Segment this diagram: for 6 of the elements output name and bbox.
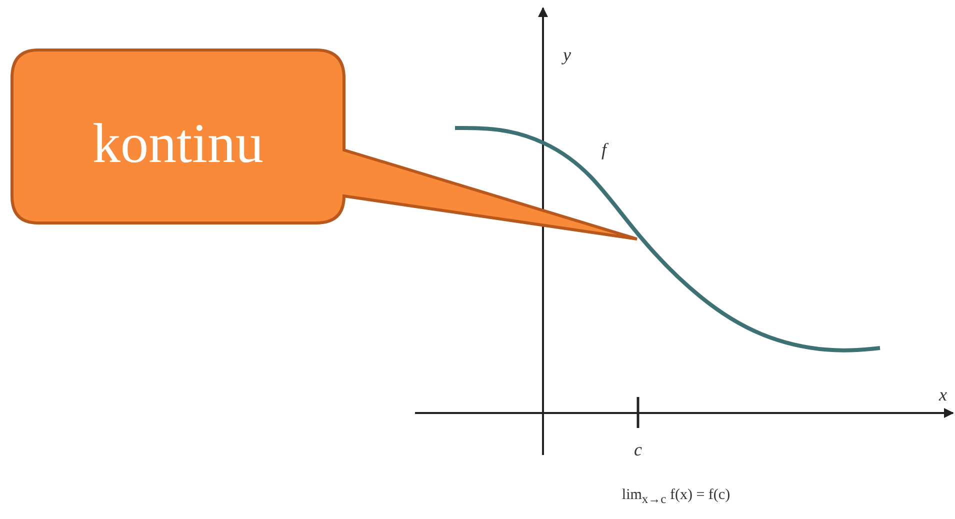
axis-label: x xyxy=(939,384,947,406)
axis-label: c xyxy=(634,440,642,460)
callout-text: kontinu xyxy=(92,112,264,176)
axis-label: f xyxy=(602,140,606,160)
formula: lim$_{x→c}$ f(x) = f(c) xyxy=(622,487,730,507)
axis-label: y xyxy=(563,44,571,66)
